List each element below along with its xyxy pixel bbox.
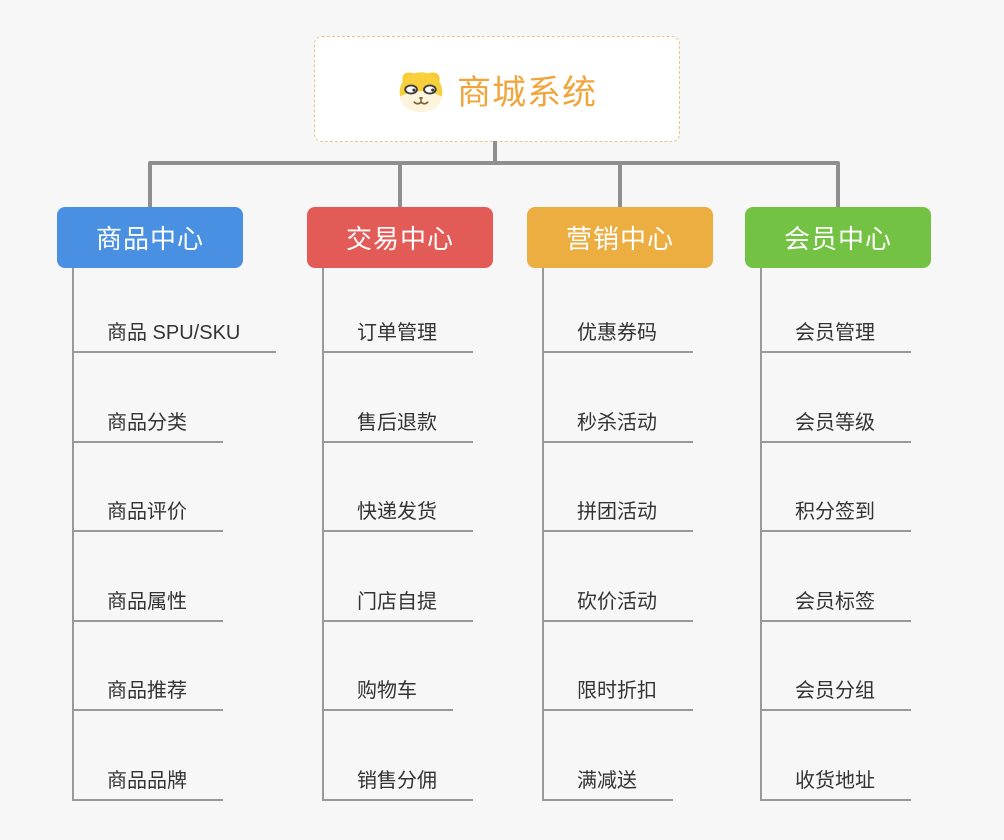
leaf-node[interactable]: 收货地址 (761, 764, 911, 801)
leaf-node[interactable]: 商品分类 (73, 406, 223, 443)
branch-column-products: 商品中心 商品 SPU/SKU 商品分类 商品评价 商品属性 商品推荐 商品品牌 (57, 207, 317, 801)
branch-vline (322, 268, 324, 801)
leaf-node[interactable]: 门店自提 (323, 585, 473, 622)
connector-bus (148, 161, 840, 165)
branch-node-products[interactable]: 商品中心 (57, 207, 243, 268)
connector-stem (493, 141, 497, 163)
branch-node-trade[interactable]: 交易中心 (307, 207, 493, 268)
leaf-node[interactable]: 会员标签 (761, 585, 911, 622)
doge-icon (399, 72, 443, 112)
leaf-node[interactable]: 快递发货 (323, 495, 473, 532)
leaf-node[interactable]: 商品推荐 (73, 674, 223, 711)
leaf-node[interactable]: 砍价活动 (543, 585, 693, 622)
leaf-node[interactable]: 满减送 (543, 764, 673, 801)
leaf-node[interactable]: 拼团活动 (543, 495, 693, 532)
leaf-node[interactable]: 秒杀活动 (543, 406, 693, 443)
branch-vline (542, 268, 544, 801)
leaf-node[interactable]: 会员分组 (761, 674, 911, 711)
leaf-node[interactable]: 优惠券码 (543, 316, 693, 353)
leaf-node[interactable]: 购物车 (323, 674, 453, 711)
leaf-node[interactable]: 商品属性 (73, 585, 223, 622)
root-node[interactable]: 商城系统 (314, 36, 680, 142)
branch-node-marketing[interactable]: 营销中心 (527, 207, 713, 268)
branch-vline (760, 268, 762, 801)
branch-vline (72, 268, 74, 801)
leaf-node[interactable]: 会员管理 (761, 316, 911, 353)
branch-node-members[interactable]: 会员中心 (745, 207, 931, 268)
leaf-node[interactable]: 售后退款 (323, 406, 473, 443)
connector-stub (836, 163, 840, 207)
connector-stub (148, 163, 152, 207)
branch-column-trade: 交易中心 订单管理 售后退款 快递发货 门店自提 购物车 销售分佣 (307, 207, 567, 801)
leaf-node[interactable]: 销售分佣 (323, 764, 473, 801)
leaf-node[interactable]: 商品品牌 (73, 764, 223, 801)
leaf-node[interactable]: 会员等级 (761, 406, 911, 443)
leaf-node[interactable]: 商品评价 (73, 495, 223, 532)
leaf-node[interactable]: 商品 SPU/SKU (73, 316, 277, 353)
leaf-node[interactable]: 限时折扣 (543, 674, 693, 711)
branch-column-marketing: 营销中心 优惠券码 秒杀活动 拼团活动 砍价活动 限时折扣 满减送 (527, 207, 787, 801)
root-title: 商城系统 (457, 73, 597, 112)
leaf-node[interactable]: 积分签到 (761, 495, 911, 532)
connector-stub (398, 163, 402, 207)
branch-column-members: 会员中心 会员管理 会员等级 积分签到 会员标签 会员分组 收货地址 (745, 207, 1004, 801)
connector-stub (618, 163, 622, 207)
leaf-node[interactable]: 订单管理 (323, 316, 473, 353)
